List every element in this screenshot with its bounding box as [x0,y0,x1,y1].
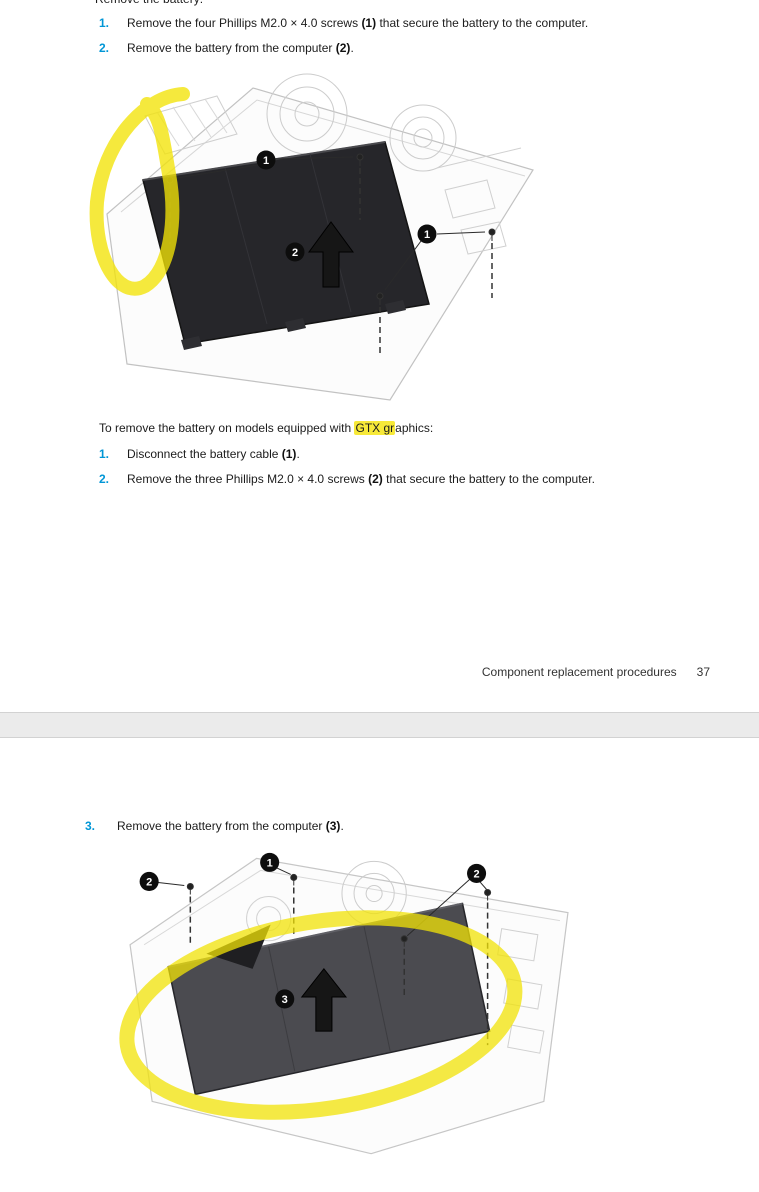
screw-2 [356,153,364,166]
battery-removal-figure-1: 1 1 2 [89,73,534,401]
step-number: 1. [99,447,110,461]
screw-left [186,882,194,895]
footer-section-title: Component replacement procedures [481,665,677,679]
screw-mid [400,935,408,947]
step-text-callout: (1) [281,447,297,461]
gtx-step-item-1: 1. Disconnect the battery cable (1). [99,447,300,462]
step-item-1: 1. Remove the four Phillips M2.0 × 4.0 sc… [99,16,588,31]
callout-2-right: 2 [467,863,487,883]
battery-removal-figure-2: 2 1 2 3 [119,852,569,1155]
step-text-pre: Remove the battery from the computer [117,819,326,833]
step-text-post: that secure the battery to the computer. [382,472,595,486]
step-text-callout: (2) [335,41,351,55]
callout-circle [139,871,159,892]
callout-circle [417,224,437,244]
step-text-pre: Remove the four Phillips M2.0 × 4.0 scre… [127,16,362,30]
callout-label: 2 [473,868,479,880]
callout-circle [256,150,276,170]
gtx-step-item-2: 2. Remove the three Phillips M2.0 × 4.0 s… [99,472,595,487]
callout-leader-lines [176,156,486,291]
gtx-intro-line: To remove the battery on models equipped… [99,421,433,436]
step-item-2: 2. Remove the battery from the computer (… [99,41,354,56]
step-text-post: that secure the battery to the computer. [376,16,589,30]
callout-1: 1 [260,852,280,872]
removal-arrow [308,221,354,288]
step-number: 3. [85,819,96,833]
step-text-post: . [350,41,354,55]
screw-4 [376,292,384,305]
battery-tabs [181,300,406,350]
callout-label: 2 [146,876,152,888]
step-text-pre: Remove the battery from the computer [127,41,336,55]
callout-circle [467,863,487,883]
step-text-post: . [296,447,300,461]
callout-label: 1 [263,155,269,167]
screw-3 [488,228,496,241]
callout-3: 3 [275,989,295,1009]
callout-circle [260,852,280,872]
step-text-callout: (1) [361,16,377,30]
step-number: 1. [99,16,110,30]
callout-1b: 1 [417,224,437,244]
yellow-marker-annotation [119,910,523,1120]
page-separator [0,712,759,738]
step-text-post: . [340,819,344,833]
callout-2-left: 2 [139,871,159,892]
yellow-marker-annotation [89,87,190,296]
callout-circle [285,242,305,262]
board-components [436,147,522,255]
callout-2: 2 [285,242,305,262]
step-number: 2. [99,41,110,55]
cooling-fan-right [389,104,457,172]
vent-lines [156,98,228,147]
callout-label: 1 [267,857,273,869]
callout-label: 2 [292,247,298,259]
clipped-heading: Remove the battery: [95,0,203,7]
clipped-heading-text: Remove the battery: [95,0,203,6]
battery-cell-seams [268,926,391,1072]
step-text-pre: Disconnect the battery cable [127,447,282,461]
footer-page-number: 37 [696,665,710,679]
step-text-pre: Remove the three Phillips M2.0 × 4.0 scr… [127,472,369,486]
screw-top [290,873,298,886]
page-footer: Component replacement procedures 37 [0,665,710,679]
document-page-1: Remove the battery: 1. Remove the four Ph… [0,0,710,679]
removal-arrow [300,968,348,1032]
step-number: 2. [99,472,110,486]
step-text-callout: (3) [325,819,341,833]
callout-label: 1 [424,229,430,241]
callout-circle [275,989,295,1009]
callout-label: 3 [282,994,288,1006]
gtx-intro-highlighted: GTX gr [354,421,396,435]
gtx-intro-post: aphics: [395,421,434,435]
step-text-callout: (2) [368,472,383,486]
gtx-intro-pre: To remove the battery on models equipped… [99,421,355,435]
screw-right [484,889,492,901]
callout-1a: 1 [256,150,276,170]
document-page-2: 3. Remove the battery from the computer (… [0,738,759,1192]
step-item-3: 3. Remove the battery from the computer (… [85,819,344,834]
